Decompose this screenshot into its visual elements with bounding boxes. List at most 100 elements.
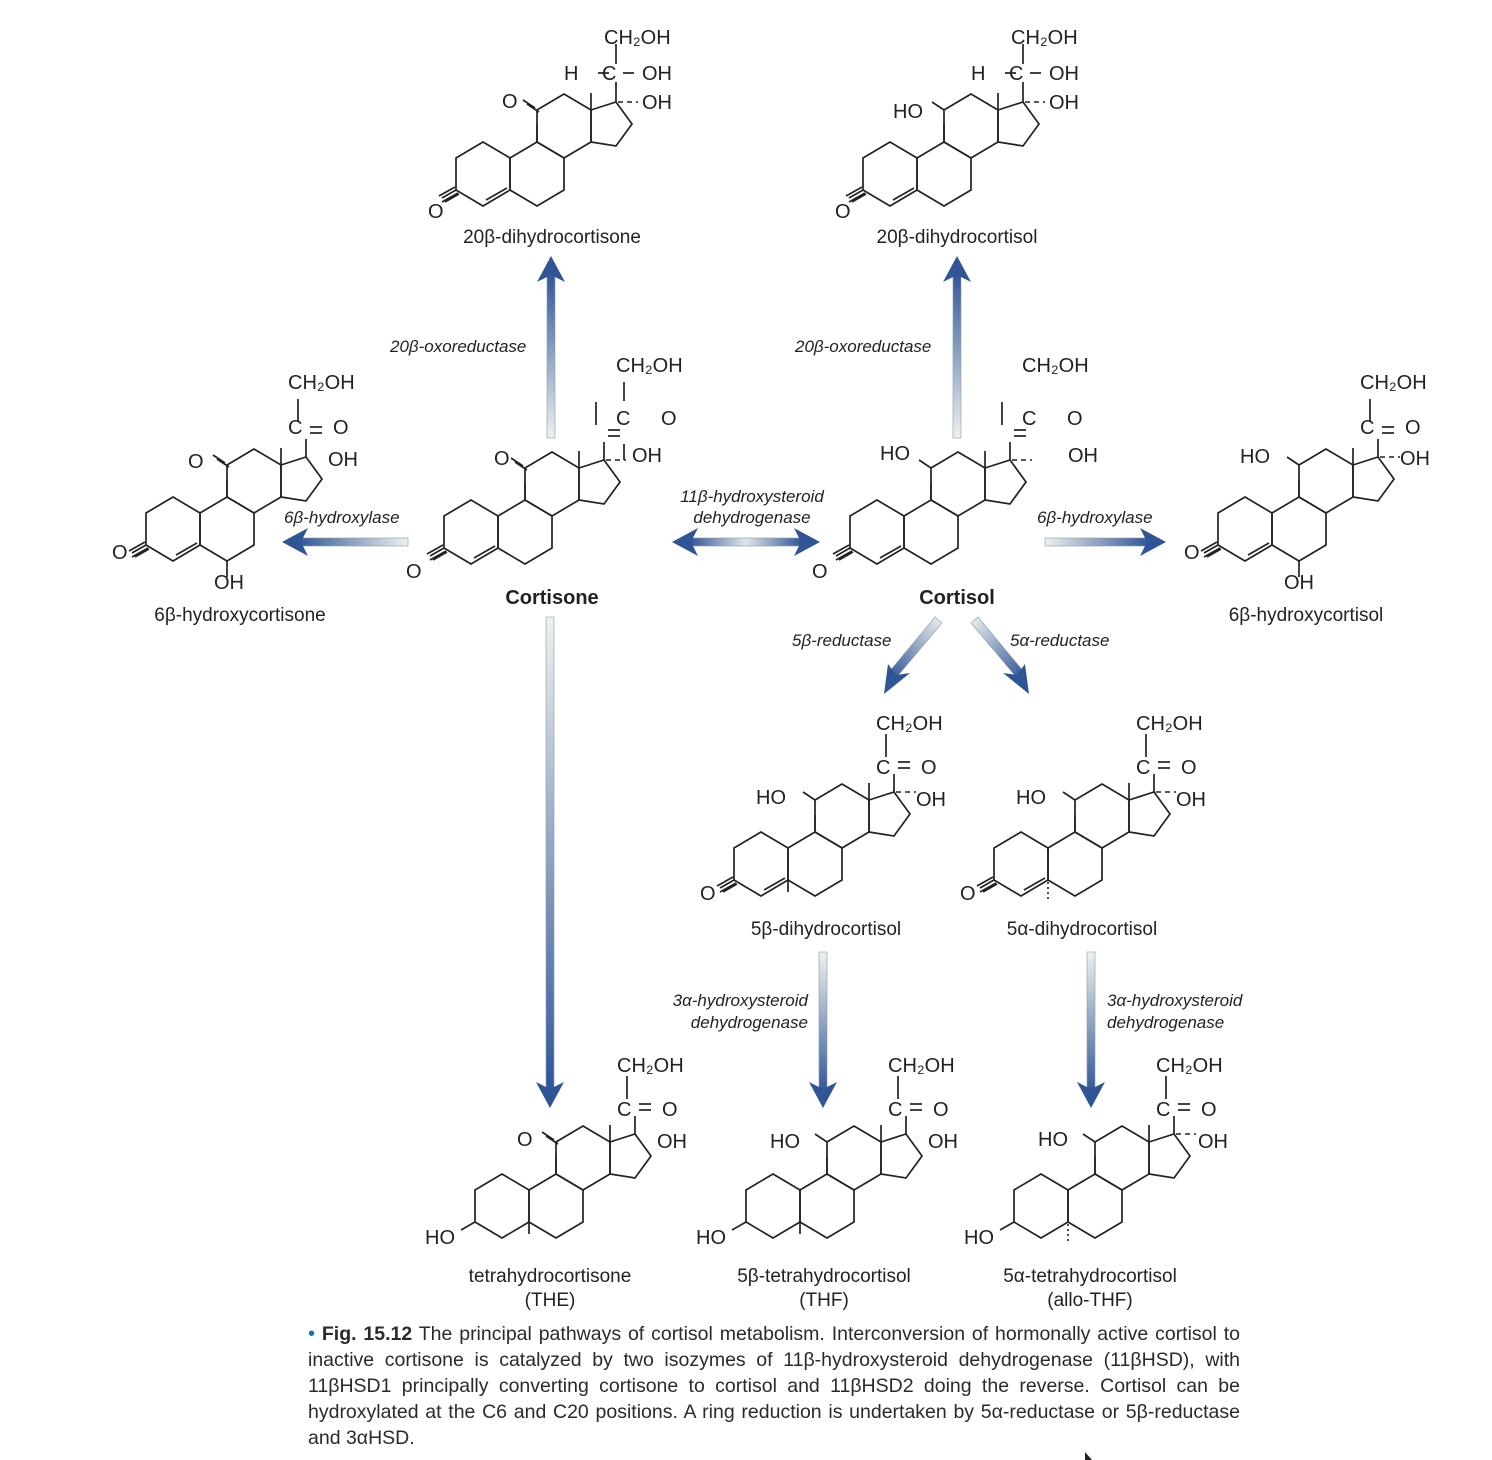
o3-label: O [960, 883, 976, 905]
figure-number: Fig. 15.12 [321, 1323, 413, 1345]
o3-label: O [428, 201, 444, 223]
compound-20b-dihydrocortisol: O HO OH C H OH CH₂OH [835, 27, 1079, 223]
name-5b-tetrahydrocortisol: 5β-tetrahydrocortisol [737, 1266, 911, 1287]
compound-5b-dihydrocortisol: O HO OH C O CH₂OH [700, 713, 946, 905]
ch2oh-label: CH₂OH [1360, 372, 1427, 394]
compound-20b-dihydrocortisone: O O OH C H OH CH₂OH [428, 27, 672, 223]
arrow-cortisol-to-20b-dihydrocortisol [943, 256, 971, 439]
oh17-label: OH [916, 789, 946, 811]
ho11-label: HO [893, 101, 923, 123]
enzyme-5b-reductase: 5β-reductase [792, 631, 892, 650]
oh17-label: OH [328, 449, 358, 471]
compound-6b-hydroxycortisol: O HO OH C O CH₂OH OH [1184, 372, 1430, 594]
ho11-label: HO [1016, 787, 1046, 809]
oh17-label: OH [642, 92, 672, 114]
c20-label: C [1156, 1099, 1170, 1121]
abbr-the: (THE) [525, 1290, 576, 1311]
ho11-label: HO [770, 1131, 800, 1153]
oh6-label: OH [214, 572, 244, 594]
c20-label: C [888, 1099, 902, 1121]
oh17-label: OH [928, 1131, 958, 1153]
c20-label: C [288, 417, 302, 439]
ho11-label: HO [756, 787, 786, 809]
o20-label: O [921, 757, 937, 779]
name-6b-hydroxycortisone: 6β-hydroxycortisone [154, 605, 325, 626]
ho3-label: HO [425, 1227, 455, 1249]
ch2oh-label: CH₂OH [616, 355, 683, 377]
enzyme-3a-hsd-right-line2: dehydrogenase [1107, 1013, 1224, 1032]
c20-label: C [1136, 757, 1150, 779]
o20-label: O [1201, 1099, 1217, 1121]
compound-5b-tetrahydrocortisol: HO HO OH C O CH₂OH [696, 1055, 958, 1249]
o3-label: O [112, 542, 128, 564]
abbr-thf: (THF) [799, 1290, 849, 1311]
ch2oh-label: CH₂OH [876, 713, 943, 735]
enzyme-3a-hsd-left-line2: dehydrogenase [691, 1013, 808, 1032]
compound-cortisol: O HO OH C O CH₂OH [812, 355, 1098, 583]
ch2oh-label: CH₂OH [888, 1055, 955, 1077]
c20-label: C [1360, 417, 1374, 439]
o20-label: O [1405, 417, 1421, 439]
ch2oh-label: CH₂OH [1011, 27, 1078, 49]
o20-label: O [661, 408, 677, 430]
enzyme-3a-hsd-left-line1: 3α-hydroxysteroid [673, 991, 809, 1010]
arrow-5b-dihydrocortisol-to-thf [809, 951, 837, 1108]
o11-label: O [517, 1129, 533, 1151]
ho3-label: HO [696, 1227, 726, 1249]
ch2oh-label: CH₂OH [617, 1055, 684, 1077]
enzyme-5a-reductase: 5α-reductase [1010, 631, 1109, 650]
o3-label: O [835, 201, 851, 223]
oh17-label: OH [1400, 448, 1430, 470]
name-20b-dihydrocortisol: 20β-dihydrocortisol [877, 227, 1038, 248]
oh20-label: OH [642, 63, 672, 85]
arrow-cortisol-to-6b-hydroxycortisol [1044, 528, 1166, 556]
enzyme-20b-oxoreductase-right: 20β-oxoreductase [794, 337, 931, 356]
o20-label: O [662, 1099, 678, 1121]
c20-label: C [1022, 408, 1036, 430]
enzyme-11b-hsd-line1: 11β-hydroxysteroid [680, 487, 824, 506]
arrow-cortisone-to-20b-dihydrocortisone [537, 256, 565, 439]
name-5b-dihydrocortisol: 5β-dihydrocortisol [751, 919, 901, 940]
enzyme-6b-hydroxylase-right: 6β-hydroxylase [1037, 508, 1153, 527]
ho11-label: HO [880, 443, 910, 465]
arrow-cortisone-to-tetrahydrocortisone [536, 616, 564, 1108]
c20-label: C [617, 1099, 631, 1121]
caption-text: The principal pathways of cortisol metab… [308, 1323, 1240, 1449]
arrow-5a-dihydrocortisol-to-allo-thf [1077, 951, 1105, 1108]
o3-label: O [812, 561, 828, 583]
ho3-label: HO [964, 1227, 994, 1249]
ch2oh-label: CH₂OH [1156, 1055, 1223, 1077]
abbr-allo-thf: (allo-THF) [1047, 1290, 1133, 1311]
compound-cortisone: O O OH C O CH₂OH [406, 355, 683, 583]
o3-label: O [1184, 542, 1200, 564]
oh17-label: OH [632, 445, 662, 467]
figure-caption: • Fig. 15.12 The principal pathways of c… [308, 1321, 1240, 1451]
arrow-cortisol-to-5a-dihydrocortisol [970, 616, 1029, 694]
name-cortisol: Cortisol [919, 587, 995, 609]
h20-label: H [971, 63, 985, 85]
compound-6b-hydroxycortisone: O O OH C O CH₂OH OH [112, 372, 358, 594]
oh17-label: OH [1068, 445, 1098, 467]
name-cortisone: Cortisone [505, 587, 598, 609]
o3-label: O [406, 561, 422, 583]
compound-5a-dihydrocortisol: O HO OH C O CH₂OH [960, 713, 1206, 905]
o20-label: O [1181, 757, 1197, 779]
name-20b-dihydrocortisone: 20β-dihydrocortisone [463, 227, 641, 248]
cursor-icon [1085, 1452, 1092, 1460]
arrow-cortisol-to-5b-dihydrocortisol [884, 616, 943, 694]
ho11-label: HO [1038, 1129, 1068, 1151]
arrow-11b-hsd-interconversion [672, 528, 820, 556]
ho11-label: HO [1240, 446, 1270, 468]
name-5a-tetrahydrocortisol: 5α-tetrahydrocortisol [1003, 1266, 1177, 1287]
o11-label: O [188, 451, 204, 473]
enzyme-6b-hydroxylase-left: 6β-hydroxylase [284, 508, 400, 527]
o11-label: O [502, 91, 518, 113]
enzyme-20b-oxoreductase-left: 20β-oxoreductase [389, 337, 526, 356]
enzyme-3a-hsd-right-line1: 3α-hydroxysteroid [1107, 991, 1243, 1010]
caption-bullet: • [308, 1323, 316, 1345]
h20-label: H [564, 63, 578, 85]
enzyme-11b-hsd-line2: dehydrogenase [693, 508, 810, 527]
o20-label: O [933, 1099, 949, 1121]
oh20-label: OH [1049, 63, 1079, 85]
